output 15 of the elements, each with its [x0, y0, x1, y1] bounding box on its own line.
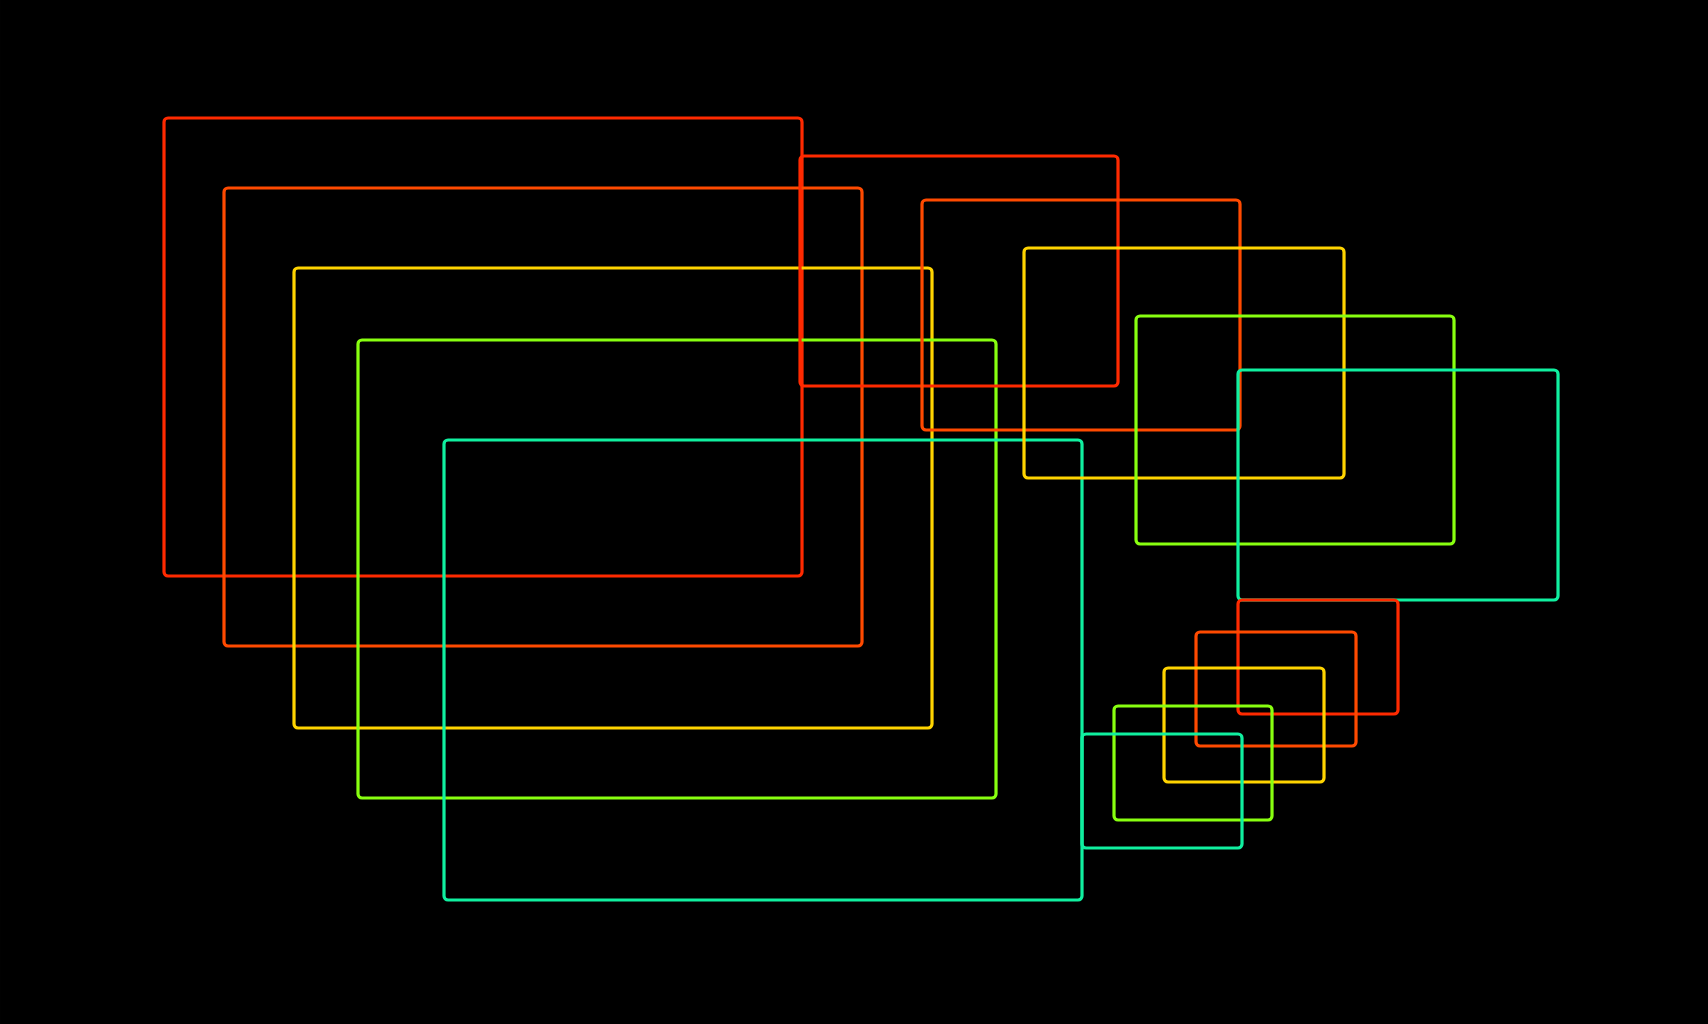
outlined-rectangle: [1112, 704, 1274, 822]
outlined-rectangle: [1134, 314, 1456, 546]
outlined-rectangle: [1080, 732, 1244, 850]
outlined-rectangle: [1022, 246, 1346, 480]
outlined-rectangle: [1194, 630, 1358, 748]
outlined-rectangle: [1236, 368, 1560, 602]
outlined-rectangle: [356, 338, 998, 800]
outlined-rectangle: [442, 438, 1084, 902]
outlined-rectangle: [1236, 598, 1400, 716]
outlined-rectangle: [1162, 666, 1326, 784]
outlined-rectangle: [292, 266, 934, 730]
outlined-rectangle: [222, 186, 864, 648]
outlined-rectangle: [920, 198, 1242, 432]
outlined-rectangle: [162, 116, 804, 578]
outlined-rectangle: [798, 154, 1120, 388]
